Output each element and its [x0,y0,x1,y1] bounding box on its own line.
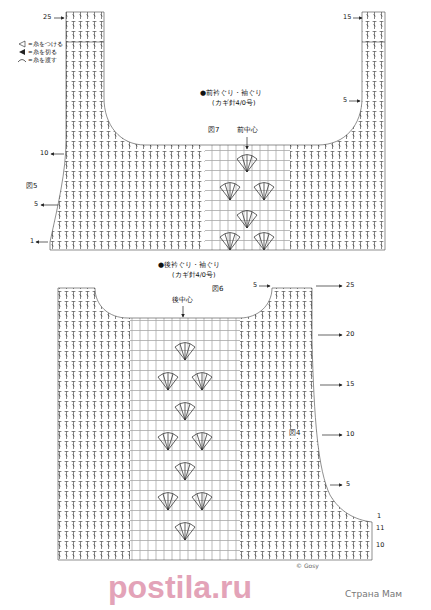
legend-symbol [18,41,26,62]
legend-text: =糸を切る [28,49,57,55]
chart-label: 25 [43,14,51,21]
legend-text: =糸をつける [28,41,63,47]
chart-label: 図7 [208,127,219,135]
chart-label: 図5 [26,183,37,191]
legend-text: =糸を渡す [28,57,57,63]
chart-label: (カギ針4/0号) [212,100,256,107]
chart-label: 20 [346,331,354,338]
chart-label: 10 [346,431,354,438]
chart-label: 図6 [212,286,223,294]
chart-label: 25 [346,282,354,289]
chart-label: 5 [34,201,38,208]
back-chart [50,280,380,565]
chart-label: 前中心 [237,127,258,135]
chart-label: 5 [343,97,347,104]
chart-label: 図4 [288,430,301,438]
chart-label: 5 [346,481,350,488]
chart-label: 15 [343,14,351,21]
chart-label: 5 [253,282,257,289]
chart-label: 15 [346,381,354,388]
chart-label: 後中心 [172,297,193,305]
front-chart [40,0,400,260]
chart-label: 11 [376,525,384,532]
chart-label: 1 [377,513,381,520]
chart-title: ●後衿ぐり・袖ぐり [158,262,220,270]
watermark: © Gosy [296,563,319,570]
chart-label: 10 [40,150,48,157]
chart-label: (カギ針4/0号) [172,272,216,279]
chart-title: ●前衿ぐり・袖ぐり [200,90,262,98]
watermark: postila.ru [108,570,252,605]
watermark: Страна Мам [345,590,402,600]
row-arrow [36,18,362,485]
chart-label: 1 [30,238,34,245]
chart-label: 10 [376,542,384,549]
